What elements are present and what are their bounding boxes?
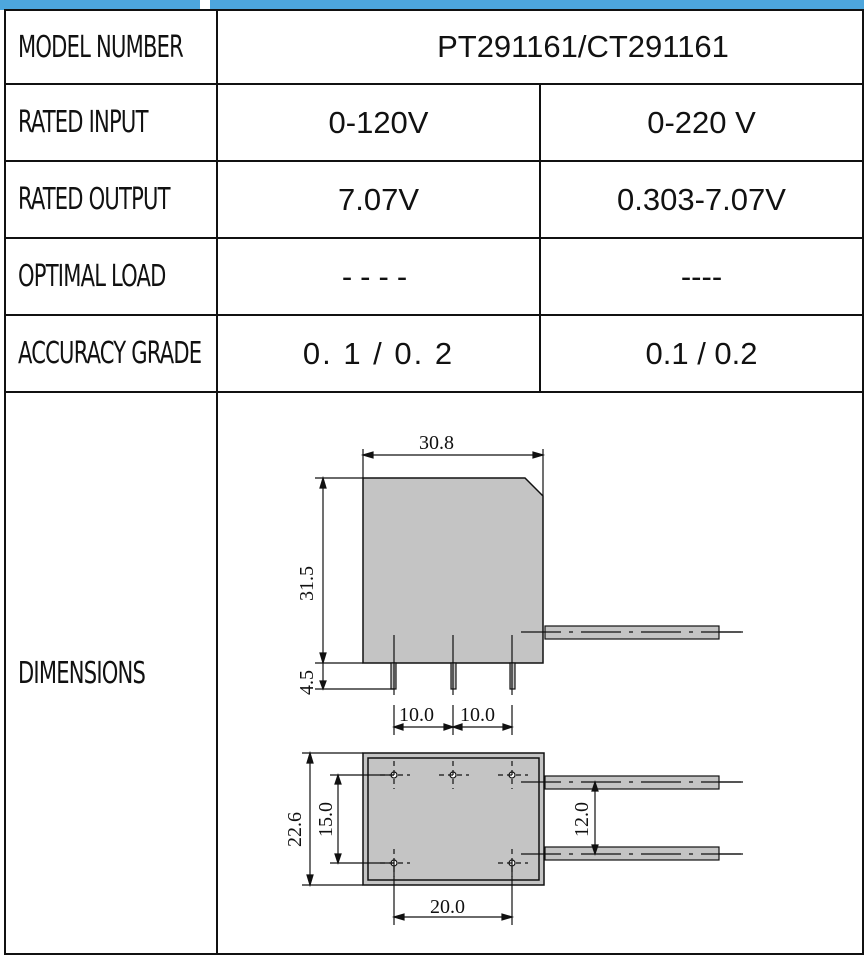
rated-input-right: 0-220 V	[539, 83, 864, 162]
dimension-drawing: 30.8 31.5 4.5 10.0 10.0 22.6 15.0 12.0 2…	[284, 432, 743, 925]
dim-pitch-b: 10.0	[460, 704, 495, 726]
row-model-number: MODEL NUMBER PT291161/CT291161	[4, 9, 864, 85]
rated-input-left: 0-120V	[216, 83, 541, 162]
rated-input-label: RATED INPUT	[4, 83, 218, 162]
dimensions-label: DIMENSIONS	[4, 391, 218, 955]
dim-depth: 22.6	[284, 812, 306, 847]
rated-output-left: 7.07V	[216, 160, 541, 239]
dim-pin-length: 4.5	[296, 670, 318, 695]
row-optimal-load: OPTIMAL LOAD ---- ----	[4, 237, 864, 316]
accuracy-grade-right: 0.1 / 0.2	[539, 314, 864, 393]
dimensions-drawing-cell: 30.8 31.5 4.5 10.0 10.0 22.6 15.0 12.0 2…	[216, 391, 864, 955]
row-rated-output: RATED OUTPUT 7.07V 0.303-7.07V	[4, 160, 864, 239]
header-accent-bar-left	[0, 0, 200, 10]
optimal-load-right: ----	[539, 237, 864, 316]
header-accent-bar-right	[210, 0, 864, 10]
accuracy-grade-label: ACCURACY GRADE	[4, 314, 218, 393]
rated-output-right: 0.303-7.07V	[539, 160, 864, 239]
dim-pitch-a: 10.0	[399, 704, 434, 726]
model-number-value: PT291161/CT291161	[216, 9, 864, 85]
model-number-label: MODEL NUMBER	[4, 9, 218, 85]
accuracy-grade-left: 0. 1 / 0. 2	[216, 314, 541, 393]
dim-height: 31.5	[296, 566, 318, 601]
rated-output-label: RATED OUTPUT	[4, 160, 218, 239]
spec-table: MODEL NUMBER PT291161/CT291161 RATED INP…	[4, 9, 864, 955]
optimal-load-label: OPTIMAL LOAD	[4, 237, 218, 316]
dim-width: 30.8	[419, 432, 454, 454]
optimal-load-left: ----	[216, 237, 541, 316]
row-accuracy-grade: ACCURACY GRADE 0. 1 / 0. 2 0.1 / 0.2	[4, 314, 864, 393]
dim-pin-span: 20.0	[430, 896, 465, 918]
side-view-body	[362, 477, 544, 664]
row-dimensions: DIMENSIONS	[4, 391, 864, 955]
dim-row-spacing: 15.0	[315, 802, 337, 837]
row-rated-input: RATED INPUT 0-120V 0-220 V	[4, 83, 864, 162]
dim-lead-spacing: 12.0	[571, 802, 593, 837]
